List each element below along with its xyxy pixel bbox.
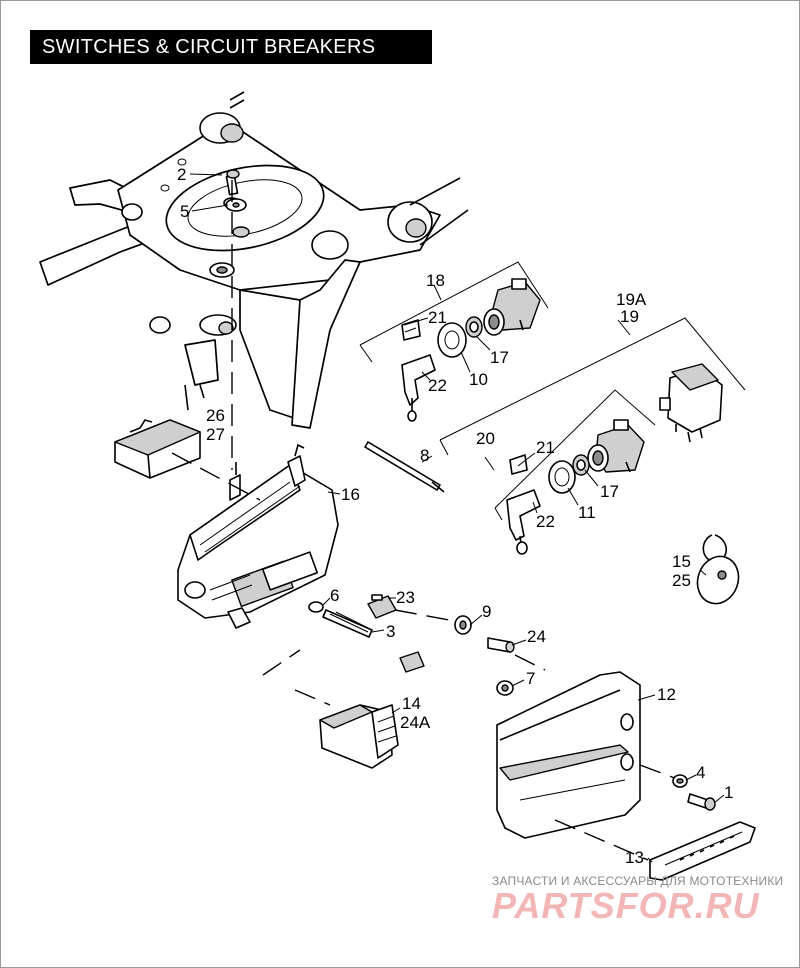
junction-box-16 (177, 443, 339, 629)
washer-4-screw-1 (672, 774, 716, 811)
callout-17: 17 (490, 348, 509, 367)
callout-21: 21 (428, 308, 447, 327)
callout-19: 19 (620, 307, 639, 326)
callout-8: 8 (420, 446, 429, 465)
watermark: ЗАПЧАСТИ И АКСЕССУАРЫ ДЛЯ МОТОТЕХНИКИ PA… (492, 874, 783, 926)
callout-2: 2 (177, 165, 186, 184)
callout-22: 22 (428, 376, 447, 395)
callout-27: 27 (206, 425, 225, 444)
callout-7: 7 (526, 669, 535, 688)
callout-5: 5 (180, 202, 189, 221)
callout-1: 1 (724, 783, 733, 802)
callout-17: 17 (600, 482, 619, 501)
callout-24: 24 (527, 627, 546, 646)
grommet-9 (454, 615, 472, 635)
callout-13: 13 (625, 848, 644, 867)
callout-22: 22 (536, 512, 555, 531)
watermark-tagline: ЗАПЧАСТИ И АКСЕССУАРЫ ДЛЯ МОТОТЕХНИКИ (492, 874, 783, 888)
key-fob-15-25 (696, 534, 740, 605)
callout-10: 10 (469, 370, 488, 389)
callout-23: 23 (396, 588, 415, 607)
callout-4: 4 (696, 763, 705, 782)
callout-24a: 24A (400, 713, 431, 732)
trim-strip-13 (649, 821, 756, 881)
callout-11: 11 (578, 503, 596, 522)
callout-25: 25 (672, 571, 691, 590)
page-title: SWITCHES & CIRCUIT BREAKERS (30, 30, 432, 64)
callout-leaders (189, 173, 725, 863)
callout-12: 12 (657, 685, 676, 704)
callout-14: 14 (402, 694, 421, 713)
plug-14-24a (319, 704, 399, 769)
callout-26: 26 (206, 406, 225, 425)
fuse-small (399, 651, 425, 673)
callout-15: 15 (672, 552, 691, 571)
callout-3: 3 (386, 622, 395, 641)
pin-8 (364, 441, 445, 493)
bolt-3-washer-6 (308, 601, 373, 638)
circuit-breaker-26-27 (114, 419, 201, 479)
nut-7 (496, 680, 514, 696)
callout-18: 18 (426, 271, 445, 290)
callout-9: 9 (482, 602, 491, 621)
callout-6: 6 (330, 586, 339, 605)
screw-2-and-washer-5 (225, 169, 247, 212)
relay-23 (367, 594, 397, 619)
switch-group-18 (359, 261, 549, 422)
watermark-logo-text: PARTSFOR.RU (492, 885, 760, 926)
callout-labels: 2 5 18 21 17 22 10 19A 19 20 21 17 22 11… (177, 165, 733, 867)
callout-20: 20 (476, 429, 495, 448)
switch-group-19 (439, 317, 746, 456)
callout-19a: 19A (616, 290, 647, 309)
cover-12 (496, 671, 641, 839)
callout-16: 16 (341, 485, 360, 504)
callout-21: 21 (536, 438, 555, 457)
switch-group-20 (484, 389, 656, 555)
connector-24 (487, 637, 515, 653)
